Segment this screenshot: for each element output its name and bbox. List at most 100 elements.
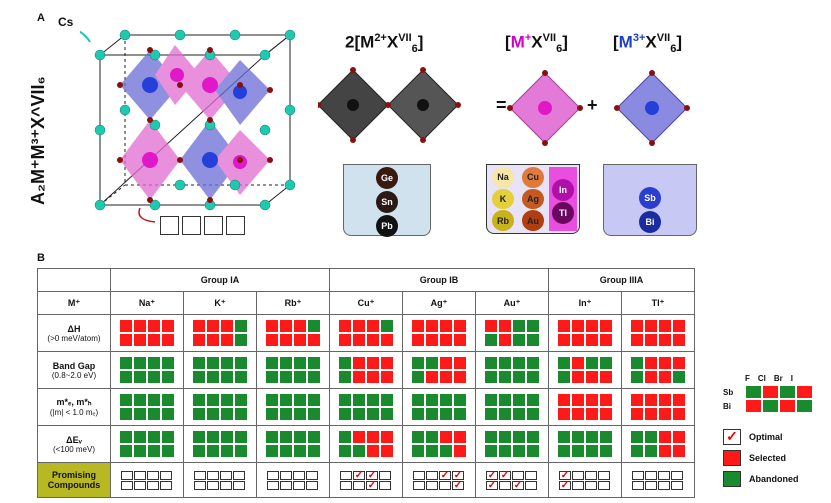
empty-checkbox (671, 481, 683, 490)
result-square (411, 319, 425, 333)
result-square (265, 319, 279, 333)
legend-selected: Selected (723, 450, 799, 466)
result-square (644, 319, 658, 333)
empty-checkbox (121, 481, 133, 490)
criterion-name: m*ₑ, m*ₕ (56, 397, 92, 407)
result-cell (256, 425, 330, 463)
cation-header: Au⁺ (475, 291, 549, 315)
result-square (147, 370, 161, 384)
check-icon: ✓ (512, 480, 524, 491)
check-icon: ✓ (452, 470, 464, 481)
equals-sign: = (496, 95, 507, 115)
result-square (279, 407, 293, 421)
legend-square (779, 399, 796, 413)
result-square (293, 333, 307, 347)
result-square (630, 319, 644, 333)
result-square (526, 356, 540, 370)
result-cell (402, 314, 476, 352)
result-square (484, 393, 498, 407)
result-square (512, 430, 526, 444)
legend-abandoned: Abandoned (723, 471, 799, 487)
ball-ge: Ge (376, 167, 398, 189)
result-cell (110, 351, 184, 389)
promising-cell (110, 462, 184, 498)
halide-cl: Cl (182, 216, 201, 235)
result-square (411, 333, 425, 347)
result-square (672, 319, 686, 333)
result-cell (548, 388, 622, 426)
corner-cell (37, 268, 111, 292)
cation-header-row: M⁺Na⁺K⁺Rb⁺Cu⁺Ag⁺Au⁺In⁺Tl⁺ (37, 291, 695, 315)
result-square (119, 319, 133, 333)
result-square (293, 444, 307, 458)
empty-checkbox (632, 471, 644, 480)
result-square (484, 370, 498, 384)
legend-col-f: F (745, 374, 750, 383)
result-square (453, 333, 467, 347)
ball-na: Na (492, 167, 514, 188)
result-square (366, 430, 380, 444)
panel-a-label: A (37, 12, 45, 24)
result-square (425, 356, 439, 370)
result-square (133, 356, 147, 370)
result-square (147, 356, 161, 370)
result-square (192, 356, 206, 370)
result-square (307, 444, 321, 458)
result-square (133, 393, 147, 407)
legend-heatmap: F Cl Br I Sb Bi (723, 374, 813, 413)
result-square (307, 333, 321, 347)
result-square (571, 444, 585, 458)
result-square (234, 393, 248, 407)
result-cell (475, 351, 549, 389)
result-square (147, 393, 161, 407)
result-square (498, 370, 512, 384)
result-square (526, 333, 540, 347)
legend-square (762, 385, 779, 399)
result-square (571, 370, 585, 384)
formula-mplus: [M+XVII6] (505, 32, 568, 56)
result-square (439, 333, 453, 347)
result-square (234, 430, 248, 444)
result-square (161, 356, 175, 370)
empty-checkbox (379, 471, 391, 480)
result-square (672, 444, 686, 458)
result-square (366, 407, 380, 421)
result-square (119, 444, 133, 458)
empty-checkbox (658, 471, 670, 480)
group-header: Group IB (329, 268, 549, 292)
empty-checkbox (160, 481, 172, 490)
result-square (380, 333, 394, 347)
result-square (220, 444, 234, 458)
result-cell (183, 425, 257, 463)
empty-checkbox (207, 471, 219, 480)
result-square (425, 333, 439, 347)
result-square (380, 430, 394, 444)
result-square (453, 393, 467, 407)
promising-cell: ✓✓ (548, 462, 622, 498)
result-square (161, 393, 175, 407)
result-square (630, 444, 644, 458)
empty-checkbox (512, 471, 524, 480)
result-square (366, 333, 380, 347)
criterion-threshold: (<100 meV) (52, 444, 96, 454)
result-square (265, 333, 279, 347)
result-cell (329, 388, 403, 426)
cation-header: Tl⁺ (621, 291, 695, 315)
criterion-label: m*ₑ, m*ₕ(|m| < 1.0 mₑ) (37, 388, 111, 426)
empty-checkbox (293, 481, 305, 490)
result-cell (475, 314, 549, 352)
result-square (380, 407, 394, 421)
result-square (644, 444, 658, 458)
result-square (571, 407, 585, 421)
result-square (279, 430, 293, 444)
result-square (338, 319, 352, 333)
legend-bi-cells (745, 399, 813, 413)
result-square (119, 356, 133, 370)
crystal-structure (49, 20, 315, 235)
result-square (585, 430, 599, 444)
result-square (307, 430, 321, 444)
result-square (526, 407, 540, 421)
result-square (484, 333, 498, 347)
result-square (484, 444, 498, 458)
